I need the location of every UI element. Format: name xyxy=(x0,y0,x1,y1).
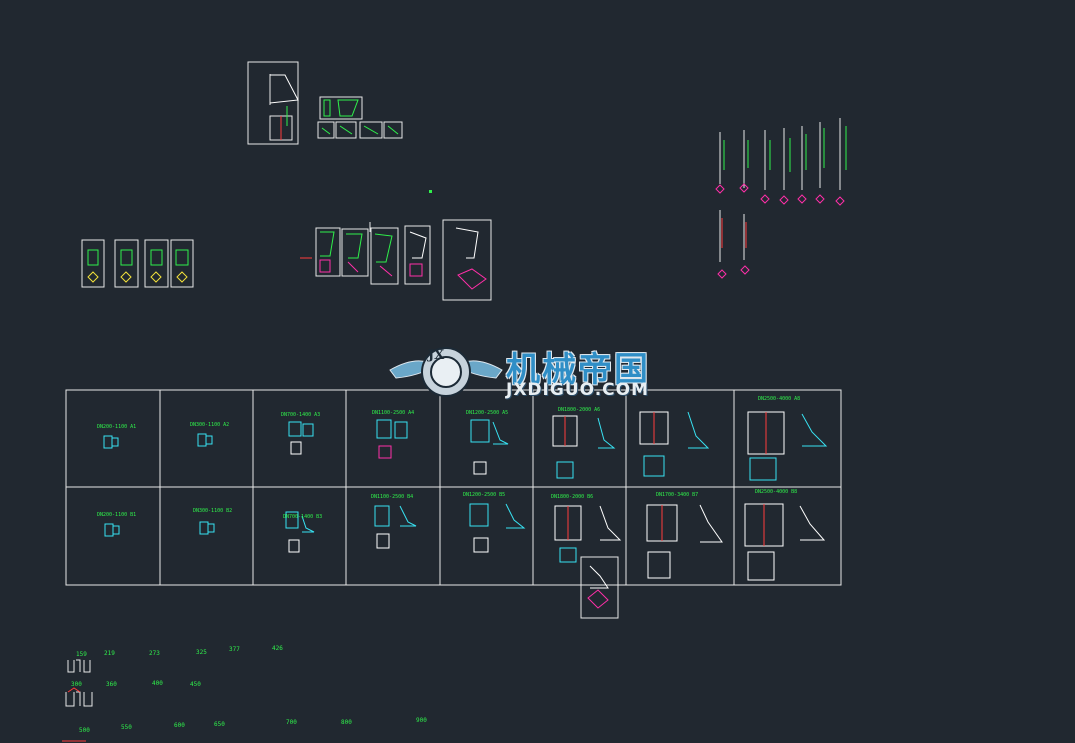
svg-text:325: 325 xyxy=(196,649,207,656)
svg-text:450: 450 xyxy=(190,681,201,688)
cell-label-a8: DN2500-4000 A8 xyxy=(758,396,800,402)
drawing-table xyxy=(65,389,842,619)
svg-text:900: 900 xyxy=(416,717,427,724)
svg-text:400: 400 xyxy=(152,680,163,687)
svg-text:426: 426 xyxy=(272,645,283,652)
watermark-subtitle: JXDIGUO.COM xyxy=(506,380,650,400)
svg-text:600: 600 xyxy=(174,722,185,729)
watermark-logo: JX 机械帝国 JXDIGUO.COM xyxy=(388,336,688,406)
sheet-middle-group xyxy=(300,219,492,301)
sheet-top-left xyxy=(247,61,403,145)
cell-label-b5: DN1200-2500 B5 xyxy=(463,492,505,498)
cell-label-a1: DN200-1100 A1 xyxy=(97,424,136,430)
cell-label-b4: DN1100-2500 B4 xyxy=(371,494,413,500)
sheet-right-group xyxy=(715,118,847,279)
cell-label-b7: DN1700-3400 B7 xyxy=(656,492,698,498)
svg-text:377: 377 xyxy=(229,646,240,653)
watermark-title: 机械帝国 xyxy=(506,350,650,390)
gear-wings-logo-icon xyxy=(389,347,503,397)
cell-label-a3: DN700-1400 A3 xyxy=(281,412,320,418)
cell-label-a5: DN1200-2500 A5 xyxy=(466,410,508,416)
svg-text:650: 650 xyxy=(214,721,225,728)
cell-label-b1: DN200-1100 B1 xyxy=(97,512,136,518)
table-row1-drawings xyxy=(103,411,828,481)
svg-text:219: 219 xyxy=(104,650,115,657)
cell-label-b6: DN1800-2000 B6 xyxy=(551,494,593,500)
svg-text:360: 360 xyxy=(106,681,117,688)
dimension-shapes xyxy=(62,659,93,742)
table-row2-drawings xyxy=(104,503,826,609)
svg-text:300: 300 xyxy=(71,681,82,688)
svg-text:700: 700 xyxy=(286,719,297,726)
cell-label-b8: DN2500-4000 B8 xyxy=(755,489,797,495)
cell-label-b2: DN300-1100 B2 xyxy=(193,508,232,514)
dimension-labels: 159 219 273 325 377 426 300 360 400 450 … xyxy=(71,645,427,734)
svg-text:273: 273 xyxy=(149,650,160,657)
small-marker xyxy=(429,190,432,193)
cell-label-a2: DN300-1100 A2 xyxy=(190,422,229,428)
sheet-left-group xyxy=(81,239,194,288)
cell-label-b3: DN700-1400 B3 xyxy=(283,514,322,520)
svg-text:500: 500 xyxy=(79,727,90,734)
cell-label-a4: DN1100-2500 A4 xyxy=(372,410,414,416)
cell-label-a6: DN1800-2000 A6 xyxy=(558,407,600,413)
svg-text:159: 159 xyxy=(76,651,87,658)
svg-text:550: 550 xyxy=(121,724,132,731)
watermark-badge: JX xyxy=(428,348,445,363)
svg-text:800: 800 xyxy=(341,719,352,726)
table-labels: DN200-1100 A1 DN300-1100 A2 DN700-1400 A… xyxy=(97,396,800,520)
